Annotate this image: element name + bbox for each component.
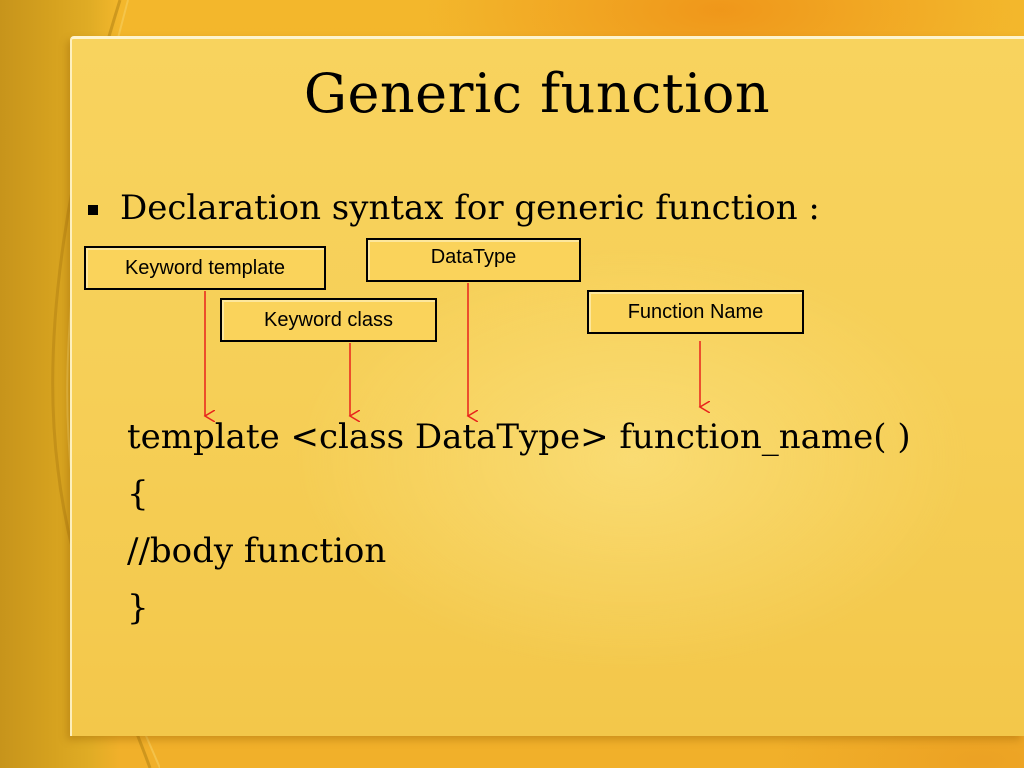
bullet-marker-icon [88, 205, 98, 215]
callout-function-name: Function Name [587, 290, 804, 334]
callout-datatype: DataType [366, 238, 581, 282]
code-line-close-brace: } [127, 588, 149, 628]
content-panel [70, 36, 1024, 736]
bullet-text: Declaration syntax for generic function … [120, 188, 820, 228]
bullet-item: Declaration syntax for generic function … [88, 188, 820, 228]
code-line-declaration: template <class DataType> function_name(… [127, 417, 911, 457]
slide-title: Generic function [303, 62, 771, 125]
code-line-body-comment: //body function [127, 531, 387, 571]
code-line-open-brace: { [127, 474, 149, 514]
callout-keyword-template: Keyword template [84, 246, 326, 290]
callout-keyword-class: Keyword class [220, 298, 437, 342]
